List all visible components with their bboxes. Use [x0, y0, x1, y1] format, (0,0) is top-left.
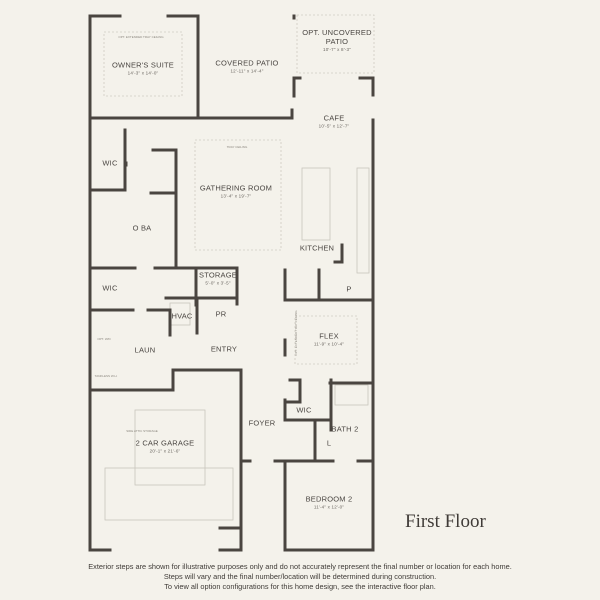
disclaimer-line: Exterior steps are shown for illustrativ…	[88, 562, 512, 571]
owners-tray-outline	[103, 31, 183, 97]
room-dim: 11'-4" x 12'-0"	[313, 504, 345, 510]
ceiling-note: OPT. EXTENDED TRAY CEILING	[294, 310, 298, 356]
kitchen-island	[301, 167, 331, 241]
room-name: OPT. UNCOVERED PATIO	[302, 28, 372, 46]
room-dim: 10'-7" x 8'-3"	[323, 47, 351, 52]
room-dim: 14'-3" x 14'-0"	[127, 70, 159, 76]
room-dim: 5'-0" x 3'-5"	[205, 280, 231, 286]
water-heater-text: TANKLESS W.H.	[94, 374, 118, 378]
room-name: 2 CAR GARAGE	[135, 438, 195, 448]
room-name: KITCHEN	[299, 243, 335, 253]
room-name: WIC	[102, 283, 118, 293]
room-name: L	[326, 438, 332, 448]
room-kitchen: KITCHEN	[300, 244, 334, 253]
room-dim: 10'-5" x 12'-7"	[318, 123, 350, 129]
disclaimer-line: Steps will vary and the final number/loc…	[163, 572, 437, 581]
room-dim: 20'-1" x 21'-6"	[149, 448, 181, 454]
room-wic-2: WIC	[102, 284, 117, 293]
room-pantry: P	[346, 285, 351, 294]
room-name: P	[346, 284, 352, 294]
room-wic-owner: WIC	[102, 159, 117, 168]
room-name: FLEX	[319, 331, 339, 341]
room-foyer: FOYER	[249, 419, 276, 428]
ceiling-note: OPT. EXTENDED TRAY CEILING	[118, 35, 164, 39]
room-laundry: LAUN	[135, 346, 156, 355]
gathering-tray-outline	[194, 139, 282, 251]
room-powder: PR	[216, 310, 227, 319]
ceiling-note: TRAY CEILING	[226, 145, 248, 149]
room-name: BATH 2	[331, 424, 359, 434]
room-name: O BA	[132, 223, 152, 233]
room-name: PR	[215, 309, 227, 319]
water-heater-note: TANKLESS W.H.	[95, 364, 118, 382]
attic-storage-outline	[134, 409, 206, 486]
room-name: COVERED PATIO	[215, 58, 279, 68]
room-name: OWNER'S SUITE	[112, 60, 174, 70]
room-dim: 12'-11" x 14'-4"	[230, 68, 264, 74]
room-hvac: HVAC	[171, 312, 192, 321]
gathering-ceiling-note: TRAY CEILING	[227, 135, 248, 153]
walls	[88, 14, 375, 552]
disclaimer: Exterior steps are shown for illustrativ…	[0, 562, 600, 592]
room-entry: ENTRY	[211, 345, 237, 354]
room-name: HVAC	[171, 311, 193, 321]
room-linen: L	[327, 439, 331, 448]
flex-ceiling-note: OPT. EXTENDED TRAY CEILING	[284, 310, 302, 355]
kitchen-counter	[356, 167, 370, 274]
room-name: FOYER	[248, 418, 276, 428]
garage-door-outline	[104, 467, 234, 521]
attic-storage-note: SIDE ATTIC STORAGE	[126, 419, 158, 437]
room-bath-2: BATH 2	[332, 425, 359, 434]
room-dim: 13'-4" x 19'-7"	[220, 193, 252, 199]
laundry-note: OPT. W/D	[97, 327, 110, 345]
laundry-note-text: OPT. W/D	[97, 337, 111, 341]
bathtub	[334, 384, 369, 406]
uncovered-patio-outline	[296, 14, 375, 74]
room-owner-bath: O BA	[133, 224, 152, 233]
disclaimer-line: To view all option configurations for th…	[164, 582, 436, 591]
room-name: GATHERING ROOM	[199, 183, 273, 193]
room-name: WIC	[296, 405, 312, 415]
flex-tray-outline	[294, 315, 358, 365]
attic-note-text: SIDE ATTIC STORAGE	[126, 429, 158, 433]
room-name: ENTRY	[210, 344, 238, 354]
floor-title: First Floor	[405, 511, 486, 532]
room-name: STORAGE	[199, 270, 237, 280]
room-dim: 11'-9" x 10'-4"	[313, 341, 345, 347]
room-name: BEDROOM 2	[305, 494, 353, 504]
room-name: WIC	[102, 158, 118, 168]
room-name: LAUN	[134, 345, 156, 355]
owners-suite-ceiling-note: OPT. EXTENDED TRAY CEILING	[118, 25, 163, 43]
room-name: CAFE	[323, 113, 345, 123]
room-wic-bed2: WIC	[296, 406, 311, 415]
